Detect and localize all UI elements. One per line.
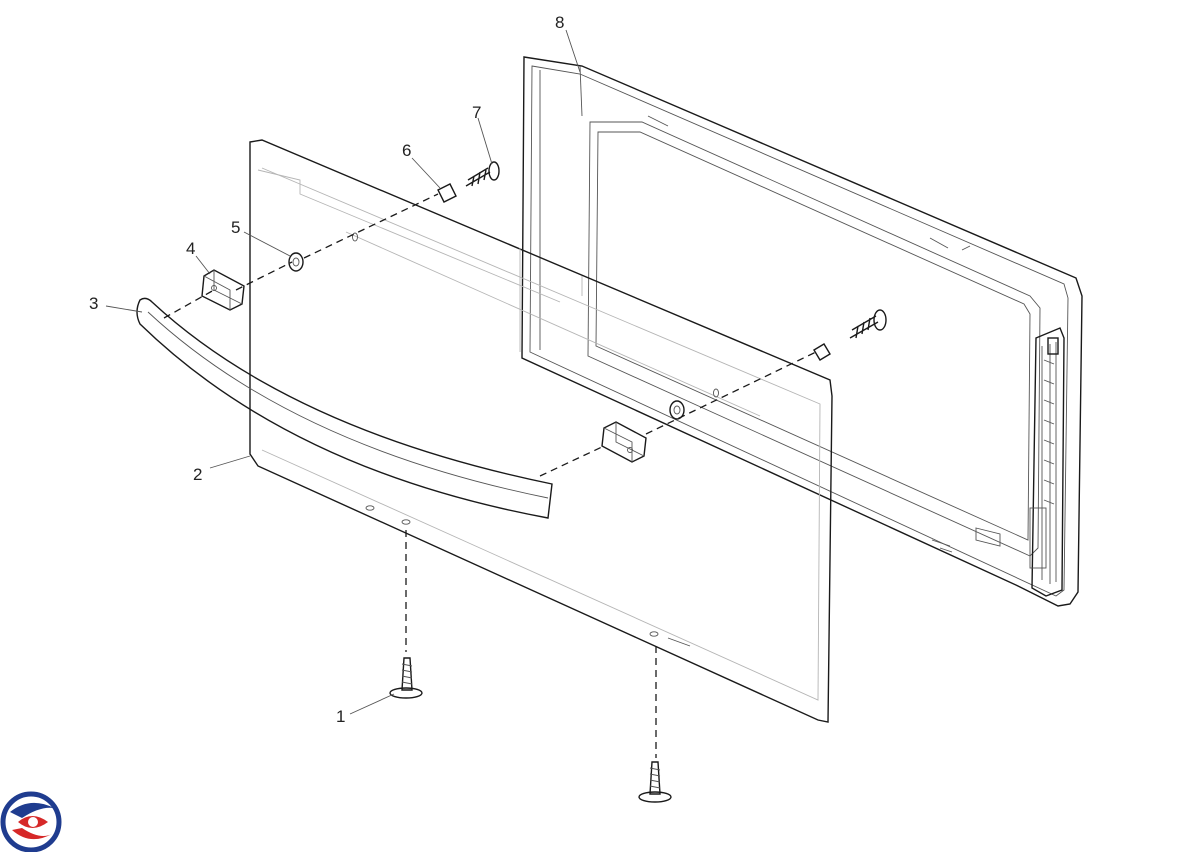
callout-2: 2 bbox=[193, 465, 202, 484]
callout-8: 8 bbox=[555, 13, 564, 32]
bottom-screw bbox=[389, 657, 672, 803]
door-handle bbox=[136, 297, 553, 519]
callout-1: 1 bbox=[336, 707, 345, 726]
callout-labels: 8 7 6 5 4 3 2 1 bbox=[89, 13, 564, 726]
brand-logo-icon bbox=[0, 791, 62, 852]
callout-5: 5 bbox=[231, 218, 240, 237]
callout-4: 4 bbox=[186, 239, 195, 258]
handle-bracket bbox=[201, 269, 647, 463]
washer bbox=[288, 252, 685, 420]
callout-7: 7 bbox=[472, 103, 481, 122]
spacer bbox=[437, 183, 831, 361]
callout-3: 3 bbox=[89, 294, 98, 313]
outer-glass-panel bbox=[249, 139, 833, 723]
assembly-lines bbox=[163, 193, 817, 758]
leader-lines bbox=[105, 29, 581, 715]
handle-screw bbox=[465, 161, 887, 339]
inner-door-frame bbox=[521, 56, 1083, 607]
callout-6: 6 bbox=[402, 141, 411, 160]
